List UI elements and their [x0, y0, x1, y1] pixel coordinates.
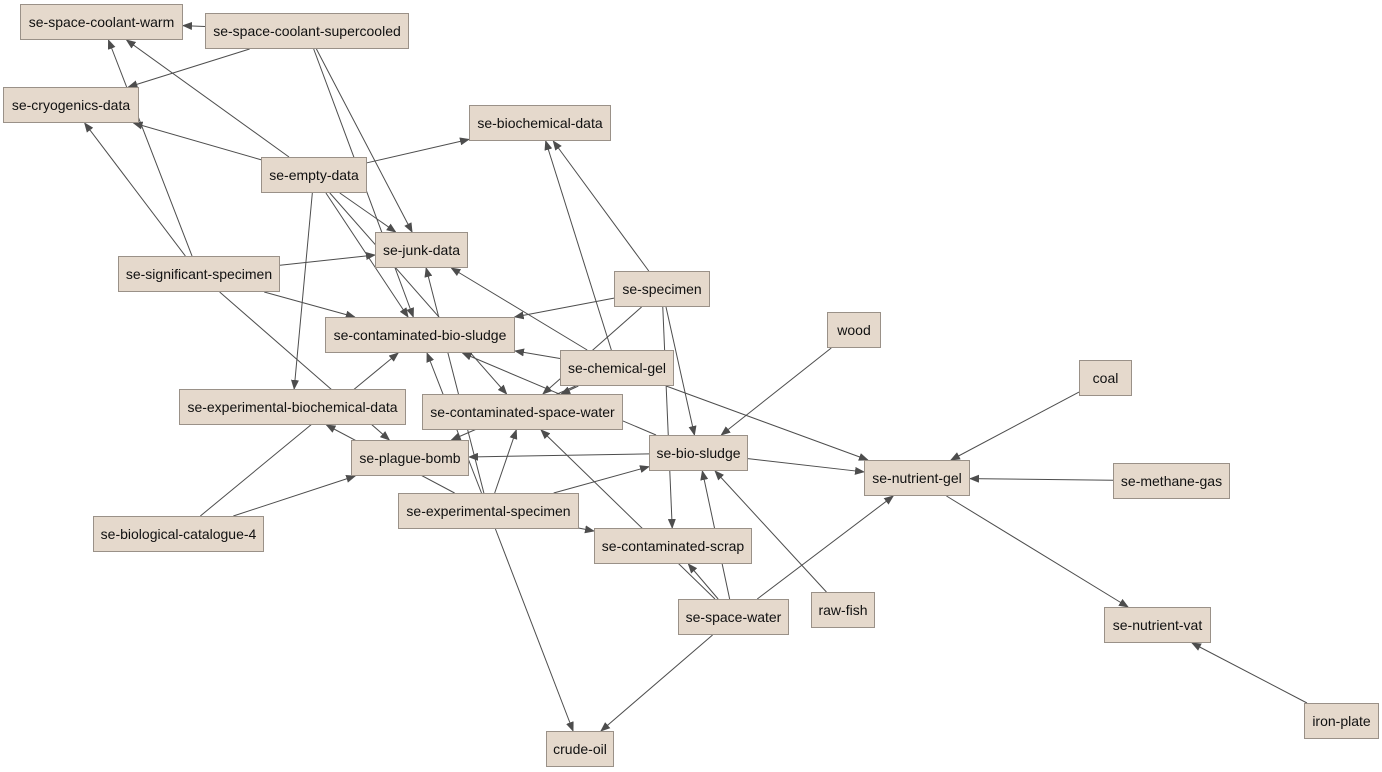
edge-empty_data-to-biochemical_data	[366, 137, 470, 164]
edge-bio_sludge-to-plague_bomb	[468, 452, 650, 461]
edge-space_water-to-crude_oil	[600, 634, 713, 732]
edge-empty_data-to-junk_data	[339, 192, 397, 233]
edge-significant_specimen-to-contaminated_bio_sludge	[264, 291, 356, 319]
node-se-methane-gas[interactable]: se-methane-gas	[1113, 463, 1230, 499]
node-se-space-coolant-warm[interactable]: se-space-coolant-warm	[20, 4, 183, 40]
node-se-chemical-gel[interactable]: se-chemical-gel	[560, 350, 674, 386]
edge-biological_catalogue_4-to-contaminated_bio_sludge	[200, 352, 399, 517]
edge-significant_specimen-to-junk_data	[279, 252, 376, 266]
edge-space_water-to-contaminated_scrap	[687, 563, 719, 600]
node-se-experimental-specimen[interactable]: se-experimental-specimen	[398, 493, 579, 529]
edge-chemical_gel-to-biochemical_data	[544, 140, 612, 351]
edge-specimen-to-contaminated_scrap	[662, 306, 676, 529]
edge-space_water-to-nutrient_gel	[756, 495, 895, 600]
edge-specimen-to-bio_sludge	[665, 306, 697, 436]
node-se-biological-catalogue-4[interactable]: se-biological-catalogue-4	[93, 516, 264, 552]
node-se-cryogenics-data[interactable]: se-cryogenics-data	[3, 87, 139, 123]
node-se-empty-data[interactable]: se-empty-data	[261, 157, 367, 193]
edge-coal-to-nutrient_gel	[950, 391, 1080, 461]
edge-specimen-to-biochemical_data	[552, 140, 650, 272]
edge-significant_specimen-to-cryogenics_data	[84, 122, 186, 257]
node-se-contaminated-bio-sludge[interactable]: se-contaminated-bio-sludge	[325, 317, 515, 353]
node-se-plague-bomb[interactable]: se-plague-bomb	[351, 440, 469, 476]
node-wood[interactable]: wood	[827, 312, 881, 348]
node-se-biochemical-data[interactable]: se-biochemical-data	[469, 105, 611, 141]
edge-chemical_gel-to-contaminated_bio_sludge	[514, 348, 561, 359]
edge-specimen-to-contaminated_bio_sludge	[513, 297, 615, 320]
edge-bio_sludge-to-nutrient_gel	[747, 458, 865, 475]
node-crude-oil[interactable]: crude-oil	[546, 731, 614, 767]
edge-coolant_supercooled-to-coolant_warm	[182, 21, 206, 30]
node-raw-fish[interactable]: raw-fish	[811, 592, 875, 628]
edge-empty_data-to-contaminated_space_water	[329, 192, 508, 395]
edge-wood-to-bio_sludge	[720, 347, 832, 436]
edge-chemical_gel-to-junk_data	[450, 267, 588, 351]
node-se-contaminated-space-water[interactable]: se-contaminated-space-water	[422, 394, 623, 430]
node-iron-plate[interactable]: iron-plate	[1304, 703, 1379, 739]
edge-raw_fish-to-bio_sludge	[714, 470, 827, 593]
node-se-contaminated-scrap[interactable]: se-contaminated-scrap	[594, 528, 752, 564]
node-se-specimen[interactable]: se-specimen	[614, 271, 710, 307]
node-se-bio-sludge[interactable]: se-bio-sludge	[649, 435, 748, 471]
edge-coolant_supercooled-to-junk_data	[315, 48, 413, 233]
edge-experimental_specimen-to-contaminated_space_water	[494, 429, 518, 494]
edge-empty_data-to-experimental_biochemical_data	[291, 192, 313, 390]
edge-significant_specimen-to-coolant_warm	[107, 39, 193, 257]
edge-methane_gas-to-nutrient_gel	[969, 474, 1114, 483]
node-se-significant-specimen[interactable]: se-significant-specimen	[118, 256, 280, 292]
node-se-nutrient-gel[interactable]: se-nutrient-gel	[864, 460, 970, 496]
node-se-space-water[interactable]: se-space-water	[678, 599, 789, 635]
edge-chemical_gel-to-nutrient_gel	[665, 385, 869, 461]
node-se-space-coolant-supercooled[interactable]: se-space-coolant-supercooled	[205, 13, 409, 49]
edge-biological_catalogue_4-to-plague_bomb	[233, 475, 357, 517]
edge-nutrient_gel-to-nutrient_vat	[946, 495, 1129, 608]
edge-iron_plate-to-nutrient_vat	[1191, 642, 1308, 704]
node-se-experimental-biochemical-data[interactable]: se-experimental-biochemical-data	[179, 389, 406, 425]
node-se-junk-data[interactable]: se-junk-data	[375, 232, 468, 268]
node-se-nutrient-vat[interactable]: se-nutrient-vat	[1104, 607, 1211, 643]
edge-experimental_specimen-to-bio_sludge	[553, 465, 650, 494]
edge-chemical_gel-to-contaminated_space_water	[560, 385, 579, 395]
edge-coolant_supercooled-to-cryogenics_data	[127, 48, 250, 89]
edge-empty_data-to-cryogenics_data	[132, 121, 262, 161]
edge-experimental_specimen-to-junk_data	[424, 267, 485, 494]
edge-empty_data-to-coolant_warm	[125, 39, 290, 158]
node-coal[interactable]: coal	[1079, 360, 1132, 396]
edge-space_water-to-contaminated_space_water	[540, 429, 716, 600]
edge-experimental_specimen-to-crude_oil	[494, 528, 574, 732]
edge-experimental_specimen-to-contaminated_scrap	[578, 525, 595, 534]
